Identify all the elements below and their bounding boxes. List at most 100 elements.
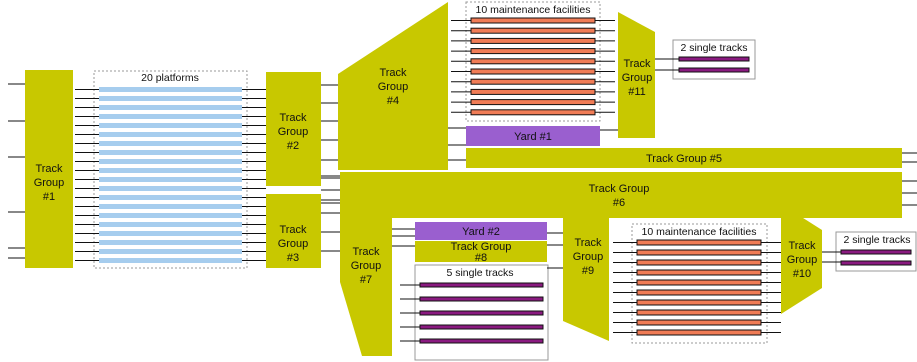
yard-2: [415, 222, 547, 240]
platform-track: [99, 132, 242, 137]
platform-track: [99, 141, 242, 146]
track-group-4: [338, 2, 448, 170]
maintenance-track-top: [470, 109, 596, 116]
maintenance-track-top: [470, 68, 596, 75]
platform-track: [99, 114, 242, 119]
maintenance-bottom-box: [631, 223, 768, 344]
platform-track: [99, 204, 242, 209]
maintenance-track-bottom: [636, 329, 762, 336]
track-group-10: [781, 204, 822, 314]
track-group-11-line-2: Group: [622, 72, 653, 84]
maintenance-top-tracks: [451, 17, 615, 116]
maintenance-track-top: [470, 88, 596, 95]
single-track-five: [419, 338, 544, 344]
track-group-9-line-2: Group: [573, 251, 604, 263]
track-group-7-line-2: Group: [351, 260, 382, 272]
single-track-right: [840, 260, 912, 266]
track-group-9-line-3: #9: [582, 265, 594, 277]
track-group-3: [266, 194, 321, 268]
singles-5-header: 5 single tracks: [446, 267, 513, 279]
track-group-1-line-2: Group: [34, 177, 65, 189]
platform-track: [99, 159, 242, 164]
track-group-11-line-1: Track: [623, 58, 651, 70]
track-group-11-line-3: #11: [628, 86, 646, 98]
track-group-1-line-1: Track: [35, 163, 63, 175]
maintenance-track-top: [470, 37, 596, 44]
track-group-6-line-2: #6: [613, 197, 625, 209]
platforms-header: 20 platforms: [141, 72, 199, 84]
maintenance-top-header: 10 maintenance facilities: [476, 4, 591, 16]
maintenance-bottom-header: 10 maintenance facilities: [642, 226, 757, 238]
maintenance-track-bottom: [636, 319, 762, 326]
platform-track: [99, 231, 242, 236]
track-group-10-line-2: Group: [787, 254, 818, 266]
maintenance-track-bottom: [636, 309, 762, 316]
track-group-6: [340, 172, 902, 218]
platform-track: [99, 177, 242, 182]
track-group-5-label: Track Group #5: [646, 153, 722, 165]
platform-track: [99, 258, 242, 263]
yard-1: [466, 126, 600, 146]
singles-right-header: 2 single tracks: [843, 234, 910, 246]
track-group-2-line-1: Track: [279, 112, 307, 124]
platform-track: [99, 150, 242, 155]
track-group-1-line-3: #1: [43, 191, 55, 203]
track-group-8: [415, 241, 547, 262]
platform-track: [99, 213, 242, 218]
single-track-five: [419, 296, 544, 302]
single-track-five: [419, 282, 544, 288]
platform-track: [99, 105, 242, 110]
single-track-top: [678, 56, 750, 62]
yard-1-label: Yard #1: [514, 131, 552, 143]
maintenance-track-top: [470, 99, 596, 106]
track-group-8-line-2: #8: [475, 252, 487, 264]
track-group-4-line-3: #4: [387, 95, 399, 107]
platform-track: [99, 222, 242, 227]
track-group-7-line-3: #7: [360, 274, 372, 286]
maintenance-track-bottom: [636, 249, 762, 256]
track-group-3-line-2: Group: [278, 238, 309, 250]
maintenance-track-top: [470, 78, 596, 85]
platform-track: [99, 195, 242, 200]
track-group-1: [25, 70, 73, 268]
track-group-2-line-2: Group: [278, 126, 309, 138]
track-group-2-line-3: #2: [287, 140, 299, 152]
maintenance-track-top: [470, 17, 596, 24]
track-group-3-line-3: #3: [287, 252, 299, 264]
maintenance-track-bottom: [636, 269, 762, 276]
platforms-box: [93, 70, 248, 269]
track-group-9-line-1: Track: [574, 237, 602, 249]
maintenance-track-top: [470, 58, 596, 65]
maintenance-track-bottom: [636, 259, 762, 266]
platform-tracks: [75, 87, 266, 263]
track-group-9: [563, 196, 609, 341]
maintenance-track-bottom: [636, 299, 762, 306]
platform-track: [99, 249, 242, 254]
track-group-10-line-1: Track: [788, 240, 816, 252]
track-group-4-line-2: Group: [378, 81, 409, 93]
platform-track: [99, 96, 242, 101]
single-track-five: [419, 324, 544, 330]
track-group-5: [466, 148, 902, 168]
maintenance-track-bottom: [636, 279, 762, 286]
single-track-right: [840, 249, 912, 255]
platform-track: [99, 87, 242, 92]
maintenance-track-top: [470, 27, 596, 34]
maintenance-bottom-tracks: [613, 239, 781, 336]
track-group-4-line-1: Track: [379, 67, 407, 79]
track-group-7-line-1: Track: [352, 246, 380, 258]
platform-track: [99, 186, 242, 191]
singles-top-header: 2 single tracks: [680, 42, 747, 54]
track-group-6-line-1: Track Group: [589, 183, 650, 195]
track-group-11: [618, 12, 655, 138]
maintenance-track-top: [470, 48, 596, 55]
connector-lines: [8, 58, 917, 269]
track-group-8-line-1: Track Group: [451, 241, 512, 253]
track-group-10-line-3: #10: [793, 268, 811, 280]
single-track-top: [678, 67, 750, 73]
yard-2-label: Yard #2: [462, 226, 500, 238]
maintenance-track-bottom: [636, 289, 762, 296]
track-group-3-line-1: Track: [279, 224, 307, 236]
maintenance-track-bottom: [636, 239, 762, 246]
track-group-7: [340, 196, 392, 356]
